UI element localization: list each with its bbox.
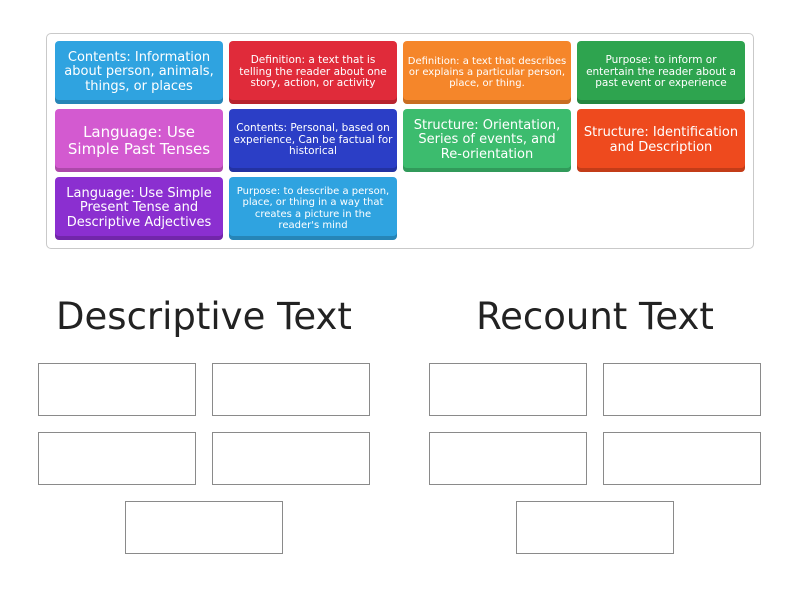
tile-definition-descriptive[interactable]: Definition: a text that describes or exp… bbox=[403, 41, 571, 104]
tile-label: Definition: a text that is telling the r… bbox=[239, 53, 387, 90]
tile-definition-recount[interactable]: Definition: a text that is telling the r… bbox=[229, 41, 397, 104]
tile-label: Purpose: to inform or entertain the read… bbox=[586, 53, 736, 90]
tile-structure-orientation[interactable]: Structure: Orientation, Series of events… bbox=[403, 109, 571, 172]
tile-label: Structure: Orientation, Series of events… bbox=[413, 117, 561, 162]
drop-slot-recount-3[interactable] bbox=[429, 432, 587, 485]
group-heading-descriptive: Descriptive Text bbox=[56, 295, 352, 338]
tile-purpose-descriptive[interactable]: Purpose: to describe a person, place, or… bbox=[229, 177, 397, 240]
tile-contents-information[interactable]: Contents: Information about person, anim… bbox=[55, 41, 223, 104]
drop-slot-descriptive-5[interactable] bbox=[125, 501, 283, 554]
tile-label: Purpose: to describe a person, place, or… bbox=[236, 186, 390, 231]
tile-purpose-recount[interactable]: Purpose: to inform or entertain the read… bbox=[577, 41, 745, 104]
drop-slot-recount-1[interactable] bbox=[429, 363, 587, 416]
tile-bank: Contents: Information about person, anim… bbox=[46, 33, 754, 249]
tile-label: Language: Use Simple Present Tense and D… bbox=[66, 185, 212, 230]
group-heading-recount: Recount Text bbox=[476, 295, 714, 338]
tile-label: Definition: a text that describes or exp… bbox=[407, 55, 567, 90]
tile-label: Structure: Identification and Descriptio… bbox=[583, 124, 739, 155]
tile-label: Contents: Personal, based on experience,… bbox=[233, 121, 393, 158]
drop-slot-recount-2[interactable] bbox=[603, 363, 761, 416]
drop-slot-recount-4[interactable] bbox=[603, 432, 761, 485]
tile-label: Contents: Information about person, anim… bbox=[64, 49, 214, 94]
tile-contents-personal[interactable]: Contents: Personal, based on experience,… bbox=[229, 109, 397, 172]
tile-language-past-tenses[interactable]: Language: Use Simple Past Tenses bbox=[55, 109, 223, 172]
tile-structure-identification[interactable]: Structure: Identification and Descriptio… bbox=[577, 109, 745, 172]
drop-slot-descriptive-2[interactable] bbox=[212, 363, 370, 416]
drop-slot-recount-5[interactable] bbox=[516, 501, 674, 554]
drop-slot-descriptive-1[interactable] bbox=[38, 363, 196, 416]
tile-label: Language: Use Simple Past Tenses bbox=[67, 122, 211, 158]
drop-slot-descriptive-4[interactable] bbox=[212, 432, 370, 485]
drop-slot-descriptive-3[interactable] bbox=[38, 432, 196, 485]
tile-language-present-tense[interactable]: Language: Use Simple Present Tense and D… bbox=[55, 177, 223, 240]
